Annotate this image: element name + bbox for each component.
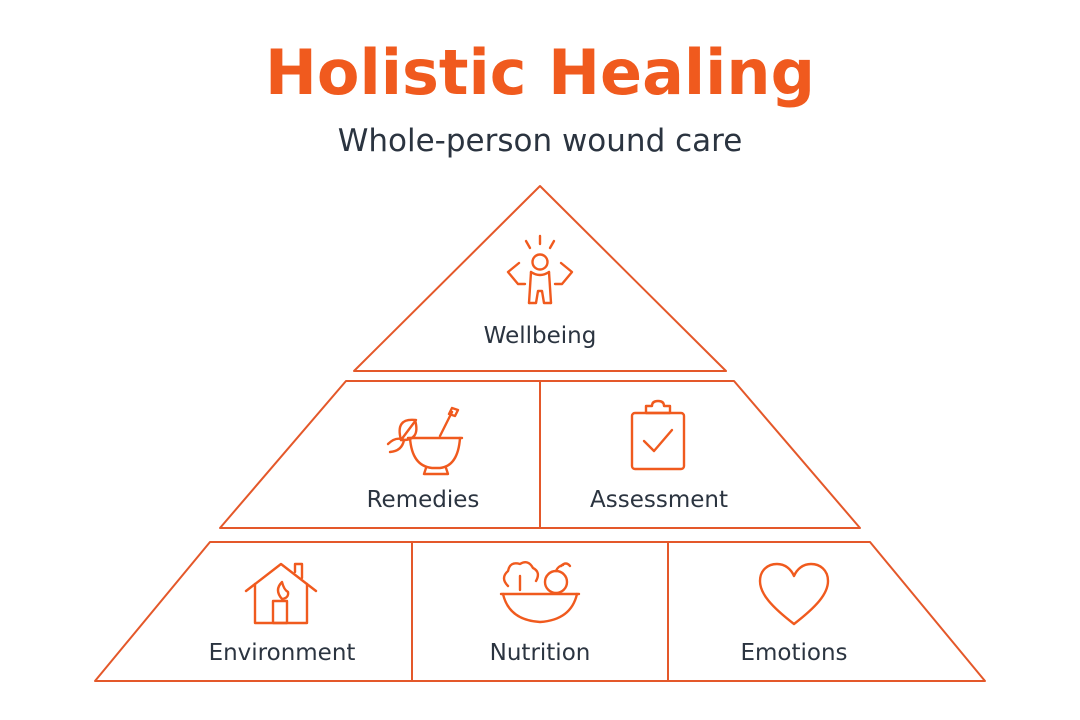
segment-label-wellbeing: Wellbeing xyxy=(484,323,597,349)
pyramid-middle-tier: Remedies Assessment xyxy=(219,380,861,529)
pyramid-bottom-tier: Environment Nutrition Emotions xyxy=(94,541,986,682)
fruit-bowl-icon xyxy=(499,561,581,624)
segment-environment[interactable]: Environment xyxy=(209,562,356,666)
segment-label-assessment: Assessment xyxy=(590,487,728,513)
pyramid-top-tier: Wellbeing xyxy=(353,185,727,372)
segment-label-emotions: Emotions xyxy=(740,640,847,666)
person-celebrating-icon xyxy=(506,234,574,305)
segment-label-remedies: Remedies xyxy=(367,487,480,513)
segment-emotions[interactable]: Emotions xyxy=(740,562,848,666)
segment-nutrition[interactable]: Nutrition xyxy=(490,561,591,666)
segment-wellbeing[interactable]: Wellbeing xyxy=(484,234,597,349)
segment-assessment[interactable]: Assessment xyxy=(590,399,728,513)
page-title: Holistic Healing xyxy=(265,36,815,109)
tier-outline-top xyxy=(353,185,727,372)
tier-outline-middle xyxy=(219,380,861,529)
page-subtitle: Whole-person wound care xyxy=(337,123,743,159)
segment-label-environment: Environment xyxy=(209,640,356,666)
segment-label-nutrition: Nutrition xyxy=(490,640,591,666)
tier-outline-bottom xyxy=(94,541,986,682)
segment-remedies[interactable]: Remedies xyxy=(367,406,480,513)
mortar-pestle-leaf-icon xyxy=(386,406,464,476)
house-candle-icon xyxy=(244,562,318,625)
heart-icon xyxy=(758,562,830,626)
clipboard-check-icon xyxy=(630,399,686,471)
